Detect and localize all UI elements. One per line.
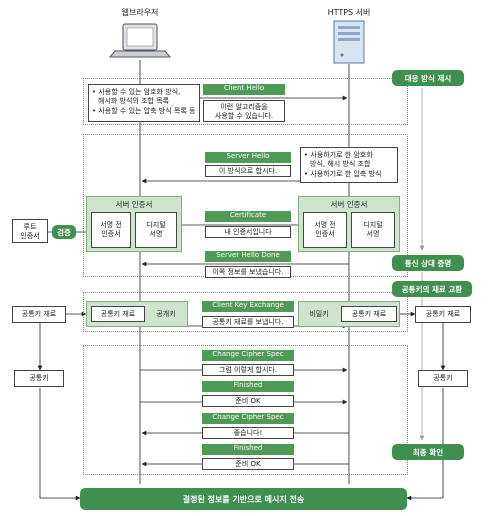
client-hello-notes: • 사용할 수 있는 암호화 방식, 해시화 방식의 조합 목록 • 사용할 수… bbox=[88, 84, 200, 122]
change-cipher-spec-server-message: 좋습니다! bbox=[202, 427, 294, 439]
server-hello-done-message: 이쪽 정보를 보냈습니다. bbox=[205, 266, 291, 278]
phase-authentication-pill: 통신 상대 증명 bbox=[392, 255, 464, 271]
finished-server-label: Finished bbox=[202, 444, 294, 455]
server-cert-box: 서버 인증서 서명 전 인증서 디지털 서명 bbox=[298, 196, 400, 252]
server-material-box: 공통키 재료 bbox=[415, 306, 471, 323]
key-exchange-message: 공통키 재료를 보냅니다. bbox=[202, 316, 294, 328]
server-hello-message: 이 방식으로 합시다. bbox=[205, 165, 291, 177]
server-hello-notes: • 사용하기로 한 암호화 방식, 해시 방식 조합 • 사용하기로 한 압축 … bbox=[300, 147, 398, 183]
certificate-message: 내 인증서입니다 bbox=[205, 226, 291, 238]
verify-badge: 검증 bbox=[52, 225, 76, 239]
server-hello-label: Server Hello bbox=[205, 152, 291, 163]
client-common-key-box: 공통키 bbox=[14, 370, 64, 387]
client-hello-label: Client Hello bbox=[203, 84, 285, 95]
browser-label: 웹브라우저 bbox=[121, 8, 159, 17]
server-hello-done-label: Server Hello Done bbox=[205, 251, 291, 262]
server-common-key-box: 공통키 bbox=[418, 370, 468, 387]
laptop-icon bbox=[108, 23, 172, 58]
finished-server-message: 준비 OK bbox=[202, 458, 294, 470]
root-ca-box: 루트 인증서 bbox=[12, 219, 48, 243]
phase-key-exchange-pill: 공통키의 재료 교환 bbox=[392, 281, 472, 297]
change-cipher-spec-client-message: 그럼 이렇게 합시다. bbox=[202, 364, 294, 376]
certificate-label: Certificate bbox=[205, 211, 291, 222]
change-cipher-spec-client-label: Change Cipher Spec bbox=[202, 350, 294, 361]
phase-negotiation-pill: 대응 방식 제시 bbox=[392, 70, 464, 86]
server-icon bbox=[333, 20, 365, 64]
client-cert-box: 서버 인증서 서명 전 인증서 디지털 서명 bbox=[86, 196, 182, 252]
phase-final-check-pill: 최종 확인 bbox=[392, 444, 464, 460]
server-label: HTTPS 서버 bbox=[327, 8, 371, 17]
client-key-box: 공통키 재료 공개키 bbox=[86, 301, 188, 327]
client-hello-message: 이런 알고리즘을 사용할 수 있습니다. bbox=[203, 100, 285, 122]
phase-region-final bbox=[83, 345, 408, 475]
result-banner: 결정된 정보를 기반으로 메시지 전송 bbox=[80, 488, 407, 510]
finished-client-message: 준비 OK bbox=[202, 395, 294, 407]
server-key-box: 비밀키 공통키 재료 bbox=[298, 301, 400, 327]
key-exchange-label: Client Key Exchange bbox=[202, 301, 294, 312]
phase-region-negotiation bbox=[83, 78, 408, 125]
client-material-box: 공통키 재료 bbox=[12, 306, 66, 323]
change-cipher-spec-server-label: Change Cipher Spec bbox=[202, 413, 294, 424]
finished-client-label: Finished bbox=[202, 381, 294, 392]
phase-region-key-exchange bbox=[83, 292, 408, 332]
